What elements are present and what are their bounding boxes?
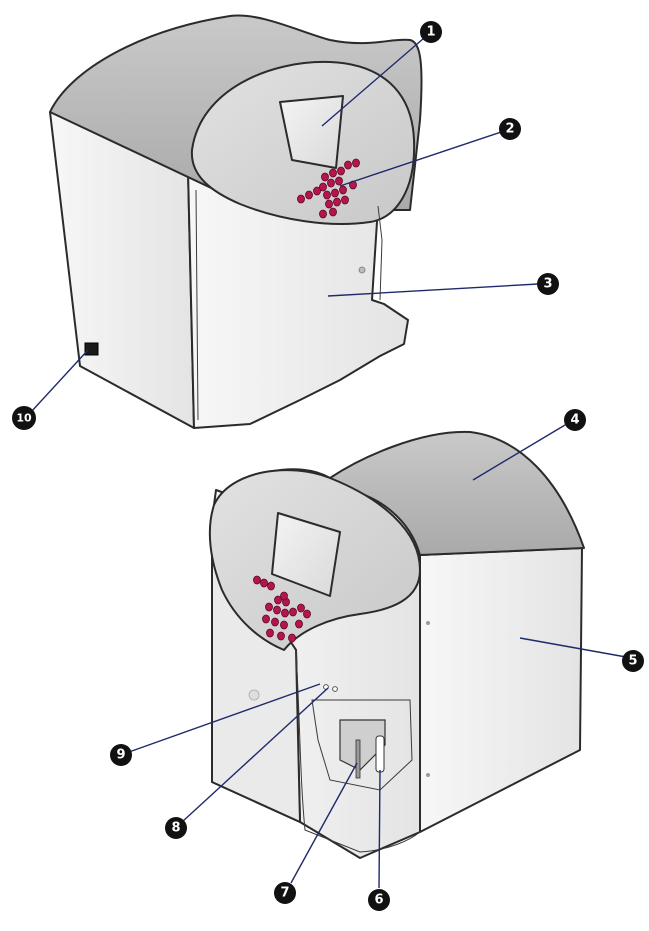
callout-8: 8 [165,817,187,839]
callout-10: 10 [12,406,36,430]
callout-4: 4 [564,409,586,431]
callout-label: 10 [16,412,32,425]
keypad [297,158,360,219]
callout-1: 1 [420,21,442,43]
callout-7: 7 [274,882,296,904]
aspiration-probe [355,739,361,779]
callout-5: 5 [622,650,644,672]
analyzer-bottom-view [208,430,585,859]
callout-label: 8 [171,821,180,836]
callout-6: 6 [368,889,390,911]
callout-label: 7 [280,886,289,901]
display-screen-lower [271,512,341,597]
indicator-dot-top [358,266,366,274]
analyzer-top-view [49,14,423,429]
callout-label: 6 [374,893,383,908]
callout-label: 2 [505,122,514,137]
callout-label: 9 [116,748,125,763]
lid-top-lower [213,430,585,556]
sample-bay-top [377,205,383,301]
keypad-lower [253,575,311,643]
callout-3: 3 [537,273,559,295]
display-screen [279,95,344,169]
probe-guide [375,735,385,773]
leader-lines [30,31,627,889]
callout-label: 4 [570,413,579,428]
sample-bay [295,649,421,853]
callout-2: 2 [499,118,521,140]
status-led-2 [332,686,338,692]
probe-holder [339,719,386,771]
power-port [84,342,99,356]
callout-label: 5 [628,654,637,669]
side-panel-right [419,547,583,833]
callout-label: 3 [543,277,552,292]
callout-label: 1 [426,25,435,40]
callout-9: 9 [110,744,132,766]
